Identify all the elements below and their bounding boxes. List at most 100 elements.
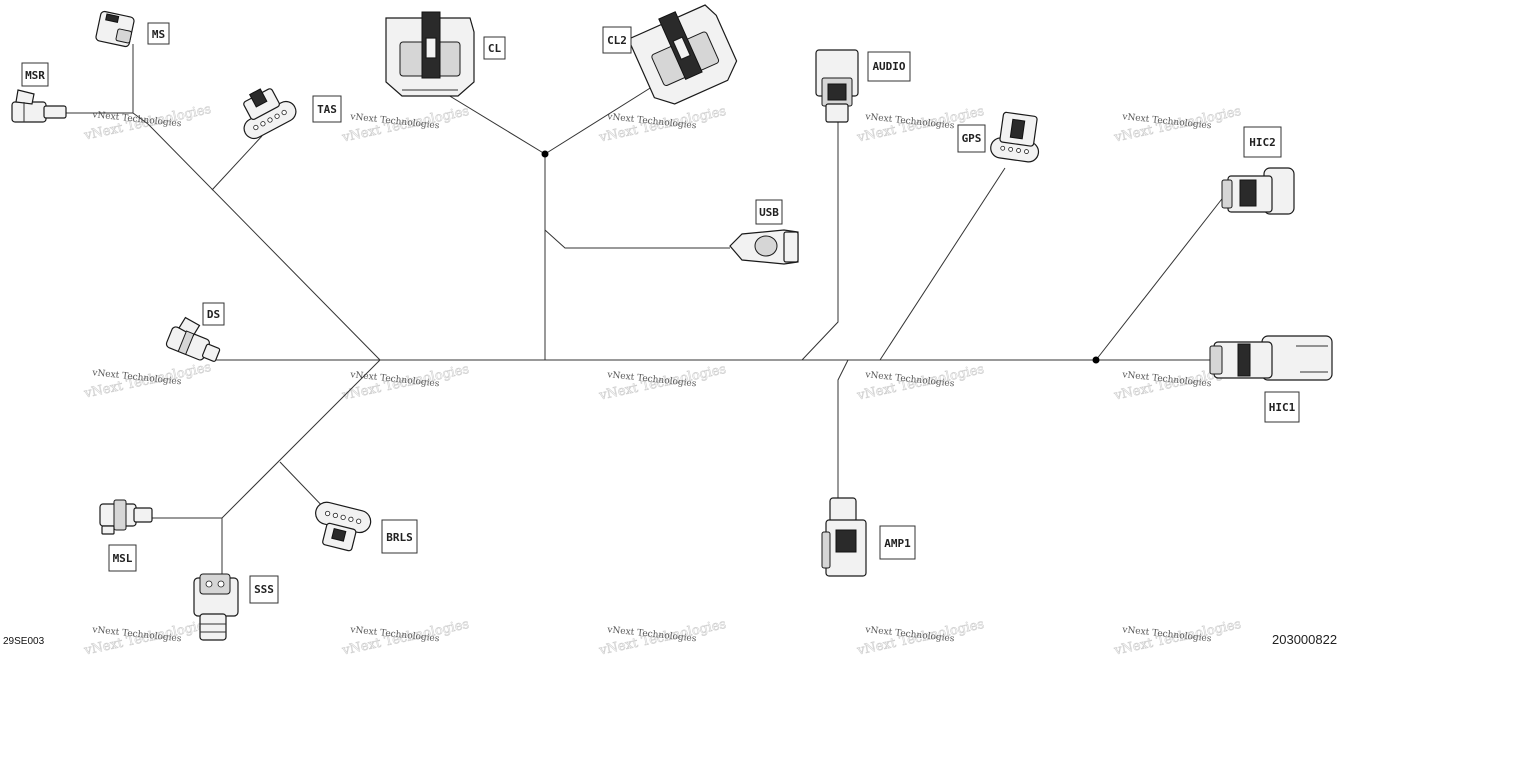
splice-junction-cl <box>541 150 549 158</box>
branch-wire-msr <box>147 123 381 361</box>
branch-wire-gps <box>879 167 1006 361</box>
label-sss: SSS <box>249 575 279 604</box>
connector-audio <box>815 49 859 123</box>
label-hic1-text: HIC1 <box>1269 401 1296 414</box>
label-ms-text: MS <box>152 28 165 41</box>
figure-reference: 29SE003 <box>3 636 45 647</box>
watermark: vNext Technologies vNext Technologies <box>855 617 986 659</box>
watermark: vNext Technologies vNext Technologies <box>82 360 213 402</box>
connector-amp1-latch <box>835 529 857 553</box>
label-brls-box <box>381 519 418 554</box>
watermark: vNext Technologies vNext Technologies <box>1112 104 1243 146</box>
branch-wire-brls <box>279 461 329 513</box>
branch-wire-tas <box>211 135 263 191</box>
connector-usb <box>729 229 799 265</box>
connector-tas-latch <box>249 88 268 108</box>
connector-msr <box>11 89 67 123</box>
label-audio-text: AUDIO <box>872 60 905 73</box>
watermark: vNext Technologies vNext Technologies <box>597 362 728 404</box>
label-sss-text: SSS <box>254 583 274 596</box>
label-amp1-text: AMP1 <box>884 537 911 550</box>
watermark: vNext Technologies vNext Technologies <box>82 617 213 659</box>
connector-ms-latch <box>105 13 120 23</box>
label-tas-box <box>312 95 342 123</box>
label-cl-box <box>483 36 506 60</box>
connector-gps <box>990 111 1040 163</box>
watermark: vNext Technologies vNext Technologies <box>340 362 471 404</box>
branch-wire-amp1 <box>837 359 849 500</box>
label-gps-text: GPS <box>962 132 982 145</box>
connector-brls-pin <box>356 518 362 524</box>
watermark: vNext Technologies vNext Technologies <box>340 617 471 659</box>
label-hic1: HIC1 <box>1264 391 1300 423</box>
label-cl2-text: CL2 <box>607 34 627 47</box>
watermarks: vNext Technologies vNext Technologies vN… <box>82 102 1243 659</box>
label-usb-text: USB <box>759 206 779 219</box>
branch-wire-msl-sss <box>221 359 381 519</box>
connector-sss-pin <box>217 580 225 588</box>
label-msr: MSR <box>21 62 49 87</box>
label-msr-box <box>21 62 49 87</box>
connector-tas-pin <box>274 113 280 119</box>
label-cl-text: CL <box>488 42 502 55</box>
label-cl2-box <box>602 26 632 54</box>
label-brls-text: BRLS <box>386 531 413 544</box>
label-tas: TAS <box>312 95 342 123</box>
splice-junction-hic <box>1092 356 1100 364</box>
connector-hic2 <box>1221 167 1295 215</box>
connector-usb-plate <box>783 231 799 263</box>
connector-tas-pin <box>281 109 287 116</box>
connector-hic1-latch <box>1237 343 1251 377</box>
label-ds-text: DS <box>207 308 220 321</box>
label-ms: MS <box>147 22 170 45</box>
label-amp1-box <box>879 525 916 560</box>
label-usb-box <box>755 199 783 225</box>
label-gps: GPS <box>957 124 986 153</box>
watermark: vNext Technologies vNext Technologies <box>855 362 986 404</box>
connector-gps-pin <box>1016 148 1021 153</box>
connector-sss-top <box>199 573 231 595</box>
label-msr-text: MSR <box>25 69 45 82</box>
label-ds: DS <box>202 302 225 326</box>
label-audio-box <box>867 51 911 82</box>
label-sss-box <box>249 575 279 604</box>
watermark: vNext Technologies vNext Technologies <box>1112 617 1243 659</box>
connector-brls-pin <box>332 512 338 519</box>
connector-gps-pin <box>1008 146 1014 152</box>
connector-amp1-top <box>829 497 857 523</box>
branch-wire-cl2 <box>544 84 656 155</box>
connector-brls-pin <box>340 514 346 520</box>
connector-sss-tail <box>199 613 227 641</box>
connector-cl2-latch-window <box>672 36 692 61</box>
label-tas-text: TAS <box>317 103 337 116</box>
connector-brls-latch <box>331 527 347 542</box>
connector-gps-latch <box>1009 118 1026 140</box>
label-amp1: AMP1 <box>879 525 916 560</box>
connector-ms-face <box>115 28 132 44</box>
connector-sss <box>193 573 239 641</box>
label-hic2: HIC2 <box>1243 126 1282 158</box>
connector-usb-port <box>754 235 778 257</box>
connector-ds-band <box>177 330 195 356</box>
connector-amp1 <box>821 497 867 577</box>
watermark: vNext Technologies vNext Technologies <box>340 104 471 146</box>
connector-msl-tab <box>101 525 115 535</box>
part-number: 203000822 <box>1272 632 1337 647</box>
connector-gps-pin <box>1024 149 1029 154</box>
connector-cl <box>385 11 475 97</box>
label-ds-box <box>202 302 225 326</box>
label-msl-box <box>108 544 137 572</box>
connector-labels: MS MSR TAS CL CL2 AUDIO USB GPS <box>21 22 1300 604</box>
connector-hic2-face <box>1221 179 1233 209</box>
connector-tas-pin <box>267 117 273 123</box>
connector-hic1-face <box>1209 345 1223 375</box>
label-brls: BRLS <box>381 519 418 554</box>
connector-audio-tail <box>825 103 849 123</box>
connector-amp1-side <box>821 531 831 569</box>
connector-audio-latch <box>827 83 847 101</box>
label-msl-text: MSL <box>113 552 133 565</box>
branch-wire-ms-join <box>132 112 149 125</box>
label-hic2-box <box>1243 126 1282 158</box>
label-hic1-box <box>1264 391 1300 423</box>
